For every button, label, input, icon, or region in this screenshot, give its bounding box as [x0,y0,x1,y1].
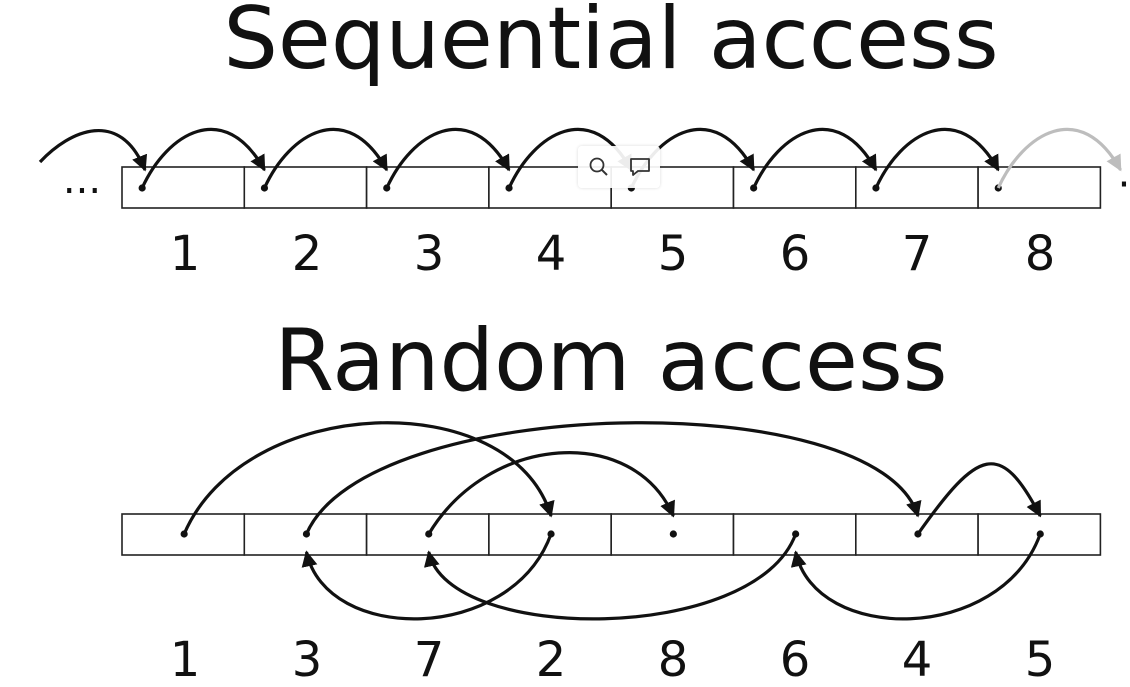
sequential-arrow [752,127,878,189]
sequential-arrow [996,127,1122,189]
random-title: Random access [274,311,947,411]
random-arrow [304,421,922,535]
random-dot [669,530,677,538]
sequential-label: 7 [902,226,933,282]
random-arrows [180,421,1044,621]
random-label: 1 [170,632,201,687]
sequential-arrows [38,127,1122,192]
magnifier-button[interactable] [584,152,614,182]
sequential-label: 3 [414,226,445,282]
sequential-label: 6 [780,226,811,282]
random-label: 4 [902,632,933,687]
sequential-label: 8 [1025,226,1056,282]
sequential-label: 4 [536,226,567,282]
random-arrow [301,533,553,621]
sequential-arrow [385,127,511,189]
sequential-label: 1 [170,226,201,282]
sequential-title: Sequential access [223,0,998,89]
random-arrow [427,451,675,535]
random-labels: 1 3 7 2 8 6 4 5 [170,632,1056,687]
random-label: 6 [780,632,811,687]
random-cells [121,513,1102,556]
sequential-arrow [874,127,1000,189]
comment-icon [629,158,650,176]
random-label: 8 [658,632,689,687]
random-arrow [424,533,798,621]
random-arrow [790,533,1042,621]
random-label: 2 [536,632,567,687]
sequential-label: 5 [658,226,689,282]
sequential-label: 2 [292,226,323,282]
sequential-arrow [140,127,266,189]
sequential-arrow [262,127,389,189]
sequential-labels: 1 2 3 4 5 6 7 8 [170,226,1056,282]
random-arrow [916,462,1042,535]
comment-button[interactable] [625,152,655,182]
sequential-cells [121,166,1102,209]
random-label: 5 [1025,632,1056,687]
sequential-arrow [38,128,148,172]
sequential-ellipsis: ... [63,157,101,203]
random-label: 3 [292,632,323,687]
random-label: 7 [414,632,445,687]
image-overlay-toolbar [578,146,660,188]
magnifier-icon [589,157,608,176]
sequential-trailing-dot: · [1118,162,1130,208]
random-arrow [182,421,555,535]
